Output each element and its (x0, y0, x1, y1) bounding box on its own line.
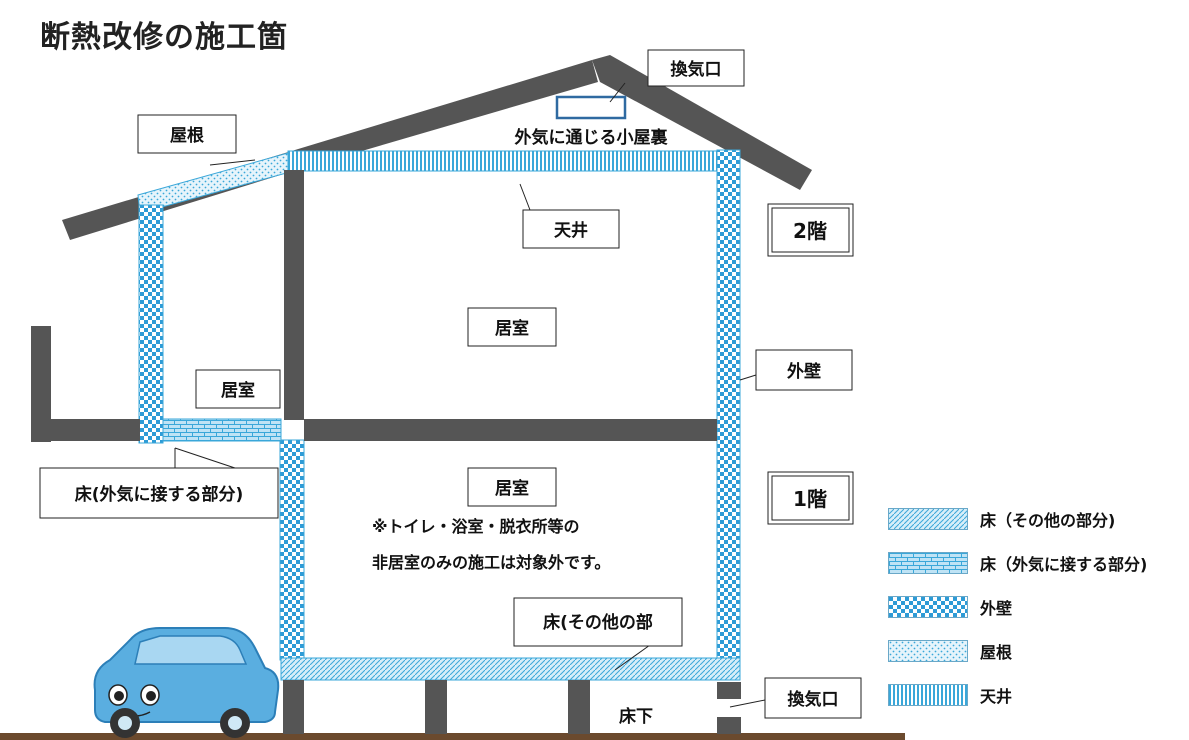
label-box (647, 49, 745, 87)
legend-swatch-check (888, 596, 968, 618)
legend-item: 床（その他の部分) (888, 505, 1178, 533)
legend-label: 屋根 (980, 643, 1013, 662)
foundation-post (568, 680, 590, 734)
floor-outside-label: 床(外気に接する部分) (75, 484, 244, 505)
floor2-label: 2階 (793, 219, 827, 243)
ground-line (0, 733, 905, 740)
foundation-post (717, 682, 741, 699)
legend-swatch-dots (888, 640, 968, 662)
room-upper-label: 居室 (495, 318, 529, 339)
floor-other-insulation (280, 657, 741, 681)
roof-label: 屋根 (170, 125, 204, 146)
legend-swatch-vstripe (888, 684, 968, 706)
callout-line (609, 82, 626, 103)
callout-line (614, 644, 651, 671)
underfloor-label: 床下 (619, 706, 653, 727)
callout-line (739, 374, 757, 381)
floor-other-label: 床(その他の部 (543, 612, 653, 633)
label-box (755, 349, 853, 391)
outer-wall-left-upper (138, 204, 164, 444)
inner-wall-upper (284, 170, 304, 420)
outer-wall-left-lower (279, 439, 305, 661)
floor-badge-2-inner (771, 207, 850, 253)
legend-label: 外壁 (980, 599, 1013, 618)
roof-right (592, 55, 812, 190)
legend-item: 外壁 (888, 593, 1178, 621)
legend-swatch-brick (888, 552, 968, 574)
legend-label: 床（外気に接する部分) (980, 555, 1148, 574)
ceiling-insulation (287, 150, 721, 172)
car-illustration (93, 627, 280, 738)
floor-badge-1 (767, 471, 854, 525)
vent-bottom-label: 換気口 (788, 689, 839, 710)
attic-label: 外気に通じる小屋裏 (515, 127, 669, 148)
label-box (195, 369, 281, 409)
vent-top-label: 換気口 (671, 59, 722, 80)
label-box (764, 677, 862, 719)
attic-vent (555, 95, 627, 120)
label-box (39, 467, 279, 519)
ceiling-label: 天井 (554, 220, 588, 241)
floor-badge-1-inner (771, 475, 850, 521)
room-lower-label: 居室 (495, 478, 529, 499)
legend: 床（その他の部分) 床（外気に接する部分) 外壁 屋根 天井 (888, 505, 1178, 725)
label-box (467, 467, 557, 507)
outer-wall-label: 外壁 (787, 361, 821, 382)
label-box (137, 114, 237, 154)
label-box (513, 597, 683, 647)
legend-label: 天井 (980, 687, 1013, 706)
room-left-label: 居室 (221, 380, 255, 401)
note-line-2: 非居室のみの施工は対象外です。 (372, 553, 610, 572)
balcony-post (31, 326, 51, 442)
legend-label: 床（その他の部分) (980, 511, 1116, 530)
label-box (522, 209, 620, 249)
outer-wall-right (716, 149, 741, 663)
foundation-post (283, 680, 304, 734)
roof-main (285, 60, 598, 172)
balcony-floor (51, 419, 140, 441)
foundation-post (717, 717, 741, 734)
floor1-label: 1階 (793, 487, 827, 511)
callout-line (209, 159, 256, 166)
legend-item: 床（外気に接する部分) (888, 549, 1178, 577)
floor-outside-insulation (162, 418, 282, 442)
callout-line (519, 183, 531, 211)
floor-badge-2 (767, 203, 854, 257)
callout-line (729, 699, 766, 708)
page-title: 断熱改修の施工箇 (40, 20, 288, 55)
second-floor-slab (304, 419, 717, 441)
label-box (467, 307, 557, 347)
note-line-1: ※トイレ・浴室・脱衣所等の (372, 517, 580, 536)
legend-swatch-diag (888, 508, 968, 530)
roof-insulation (137, 152, 291, 214)
legend-item: 天井 (888, 681, 1178, 709)
foundation-post (425, 680, 447, 734)
legend-item: 屋根 (888, 637, 1178, 665)
